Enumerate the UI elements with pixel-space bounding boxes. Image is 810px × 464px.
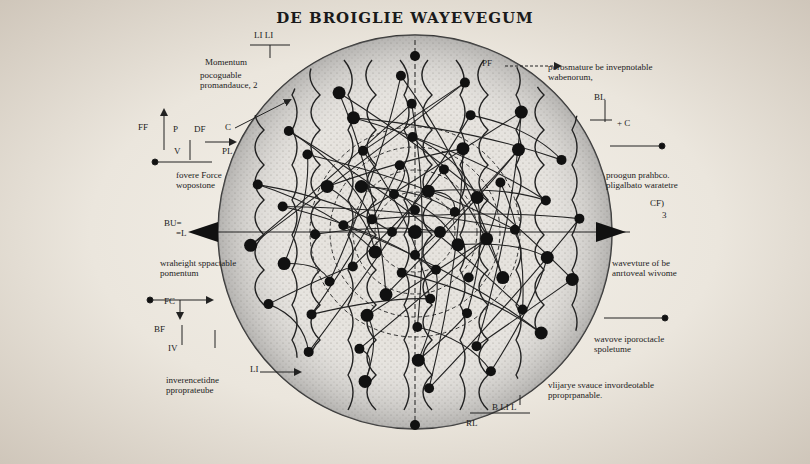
annotation-label: FF	[138, 122, 148, 132]
annotation-label: + C	[617, 118, 630, 128]
annotation-label: fovere Force wopostone	[176, 170, 231, 191]
annotation-label: proogun prahbco. pligalbato waratetre	[606, 170, 681, 191]
annotation-label: P	[173, 124, 178, 134]
annotation-label: C	[225, 122, 231, 132]
annotation-label: vlijarye svauce invordeotable pproprpana…	[548, 380, 668, 401]
annotation-label: IV	[168, 343, 178, 353]
annotation-label: BU=	[164, 218, 182, 228]
annotation-label: FC	[164, 296, 175, 306]
annotation-label: CF)	[650, 198, 664, 208]
annotation-label: inverencetidne pproprateube	[166, 375, 266, 396]
annotation-label: =L	[176, 228, 187, 238]
annotation-label: 3	[662, 210, 667, 220]
annotation-label: V	[174, 146, 181, 156]
annotation-label: DF	[194, 124, 206, 134]
annotation-label: BF	[154, 324, 165, 334]
annotation-label: PL	[222, 146, 233, 156]
annotation-label: wavevture of be anrtoveal wivome	[612, 258, 687, 279]
annotation-label: B LI L	[492, 402, 517, 412]
annotation-label: BL	[594, 92, 606, 102]
diagram-title: DE BROIGLIE WAYEVEGUM	[0, 9, 810, 27]
annotation-label: Momentum	[205, 57, 247, 67]
annotation-label: LI	[250, 364, 259, 374]
annotation-label: porosmature be invepnotable wabenorum,	[548, 62, 658, 83]
annotation-label: wavove iporoctacle spoletume	[594, 334, 669, 355]
annotation-label: LI LI	[254, 30, 273, 40]
annotation-label: PF	[482, 58, 492, 68]
annotation-label: RL	[466, 418, 478, 428]
annotation-label: wraheight sppactable pomentum	[160, 258, 245, 279]
annotation-label: pocoguable promandauce, 2	[200, 70, 290, 91]
